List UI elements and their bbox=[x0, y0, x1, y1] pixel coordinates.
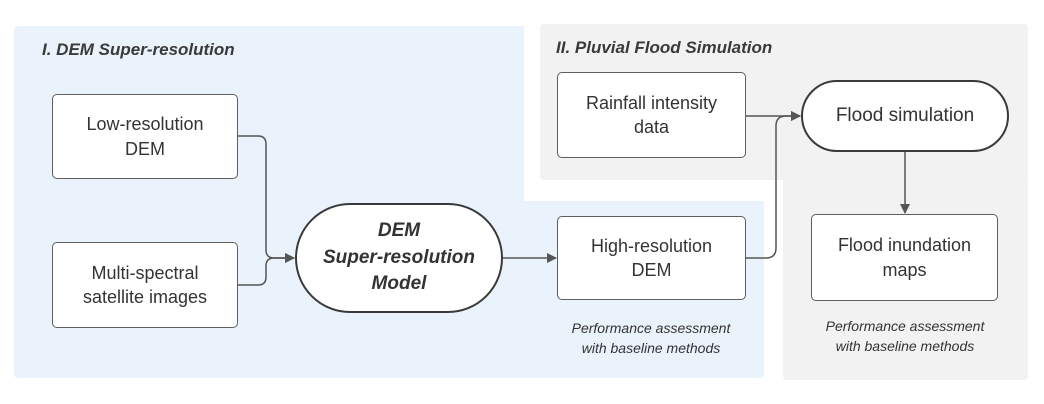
node-rainfall-line1: Rainfall intensity bbox=[585, 92, 718, 113]
connector-multispectral-to-model bbox=[238, 253, 295, 286]
node-flood-simulation-label: Flood simulation bbox=[835, 105, 975, 126]
node-high-resolution-dem: High-resolution DEM bbox=[557, 216, 746, 300]
note-flood-maps-line1: Performance assessment bbox=[825, 318, 985, 334]
note-flood-maps-performance-assessment: Performance assessment with baseline met… bbox=[790, 316, 1020, 357]
note-high-res-performance-assessment: Performance assessment with baseline met… bbox=[536, 318, 766, 359]
section-title-pluvial-flood-simulation: II. Pluvial Flood Simulation bbox=[556, 38, 773, 57]
note-high-res-line2: with baseline methods bbox=[581, 340, 721, 357]
node-rainfall-intensity-data: Rainfall intensity data bbox=[557, 72, 746, 158]
node-rainfall-line2: data bbox=[633, 117, 670, 137]
node-flood-maps-line2: maps bbox=[882, 259, 927, 280]
node-model-line2: Super-resolution bbox=[322, 246, 475, 268]
note-flood-maps-line2: with baseline methods bbox=[835, 338, 975, 355]
node-low-resolution-dem: Low-resolution DEM bbox=[52, 94, 238, 179]
node-model-line1: DEM bbox=[377, 220, 421, 242]
node-flood-inundation-maps: Flood inundation maps bbox=[811, 214, 998, 301]
node-dem-super-resolution-model: DEM Super-resolution Model bbox=[295, 203, 503, 313]
node-multi-spectral-line1: Multi-spectral bbox=[91, 262, 199, 283]
node-flood-maps-line1: Flood inundation bbox=[837, 235, 972, 256]
note-high-res-line1: Performance assessment bbox=[571, 320, 731, 336]
connector-low-res-to-model bbox=[238, 135, 295, 263]
section-title-dem-super-resolution: I. DEM Super-resolution bbox=[42, 40, 235, 59]
node-low-resolution-dem-line2: DEM bbox=[125, 138, 165, 159]
node-high-resolution-dem-line2: DEM bbox=[631, 260, 672, 280]
node-model-line3: Model bbox=[371, 273, 427, 295]
node-multi-spectral-line2: satellite images bbox=[82, 287, 208, 307]
node-flood-simulation: Flood simulation bbox=[801, 80, 1009, 152]
node-high-resolution-dem-line1: High-resolution bbox=[590, 235, 713, 256]
node-multi-spectral-satellite-images: Multi-spectral satellite images bbox=[52, 242, 238, 328]
node-low-resolution-dem-line1: Low-resolution bbox=[86, 114, 204, 135]
connector-high-res-to-flood-sim bbox=[746, 111, 801, 259]
